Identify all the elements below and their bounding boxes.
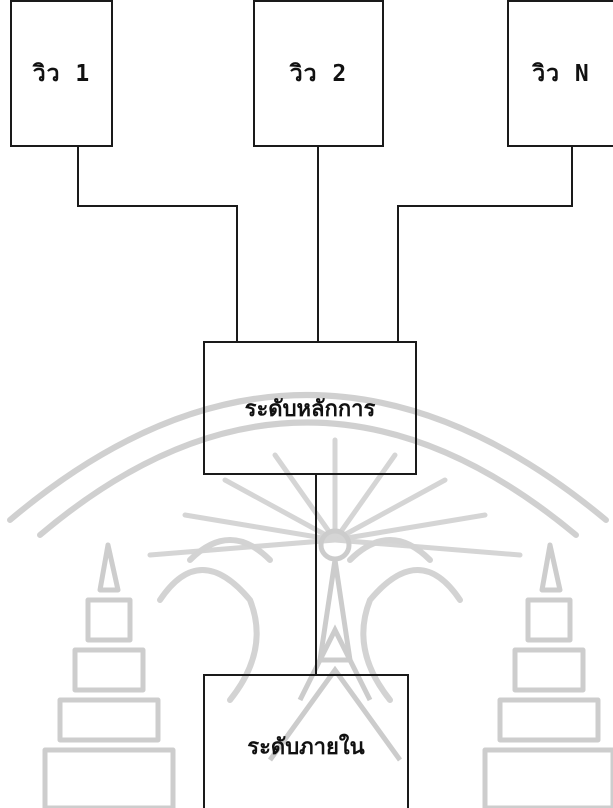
internal-level-label: ระดับภายใน: [247, 729, 364, 764]
internal-level-box: ระดับภายใน: [203, 674, 409, 808]
connector-view-n: [398, 147, 572, 341]
view-1-box: วิว 1: [10, 0, 113, 147]
view-2-label: วิว 2: [290, 56, 348, 92]
view-2-box: วิว 2: [253, 0, 384, 147]
view-n-box: วิว N: [507, 0, 613, 147]
conceptual-level-box: ระดับหลักการ: [203, 341, 417, 475]
connector-view-1: [78, 147, 237, 341]
view-n-label: วิว N: [532, 56, 590, 92]
view-1-label: วิว 1: [33, 56, 91, 92]
conceptual-level-label: ระดับหลักการ: [245, 391, 376, 426]
